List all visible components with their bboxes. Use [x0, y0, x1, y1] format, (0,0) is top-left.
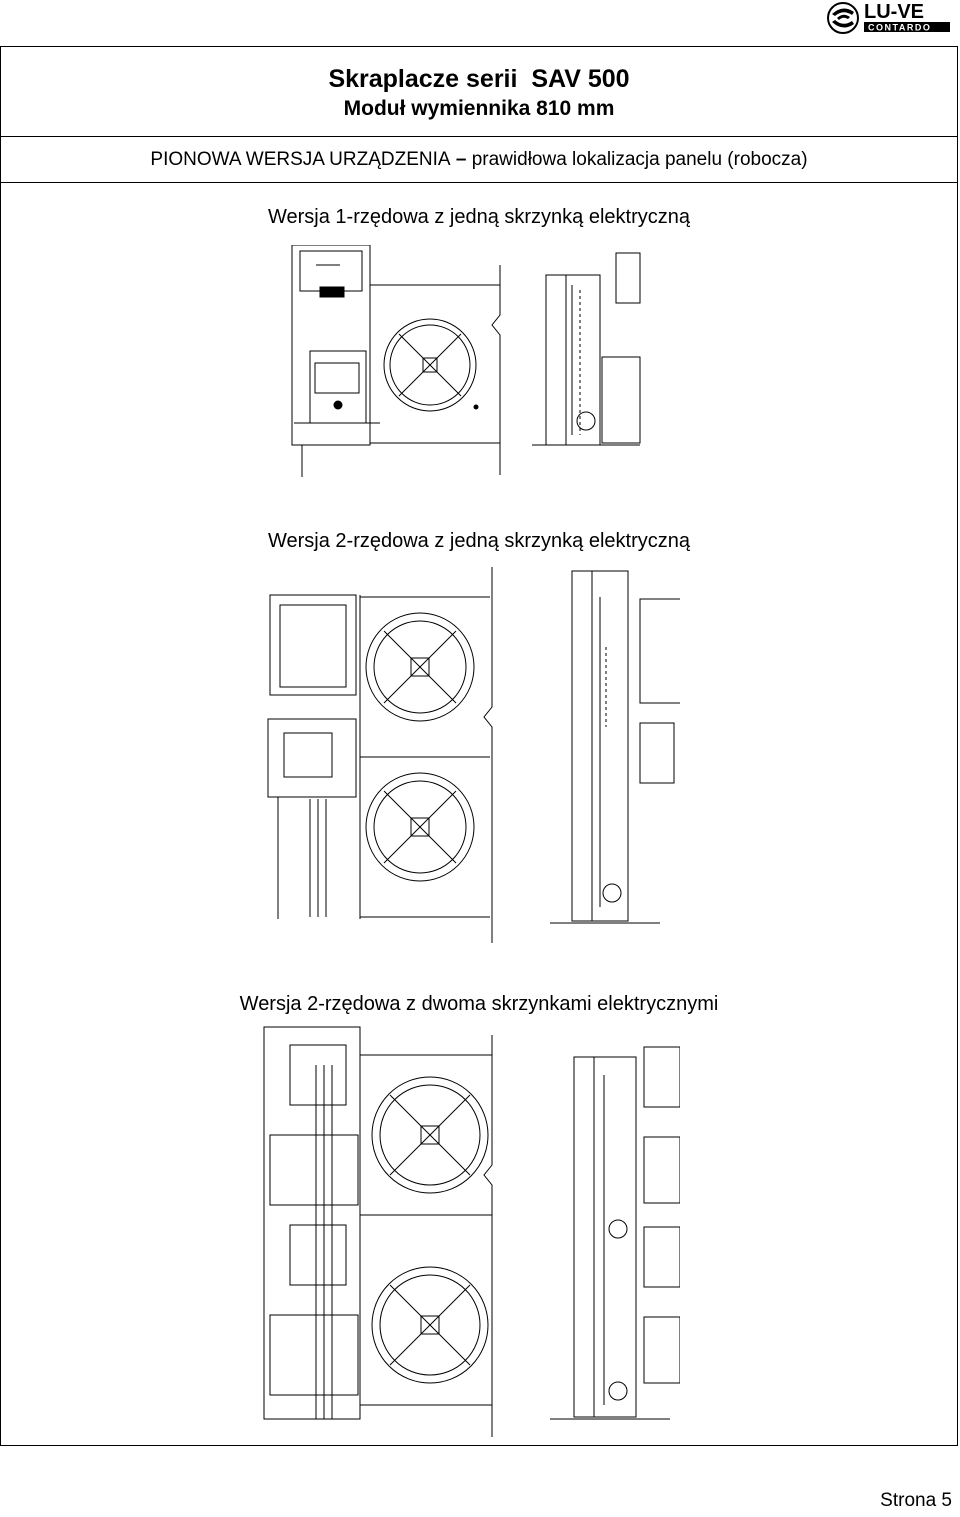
page-subtitle: Moduł wymiennika 810 mm: [343, 97, 615, 120]
version-2-label: Wersja 2-rzędowa z jedną skrzynką elektr…: [267, 530, 691, 552]
page-title: Skraplacze serii SAV 500: [328, 65, 630, 93]
page-number: Strona 5: [880, 1490, 952, 1511]
logo-mark-icon: [827, 2, 859, 34]
side-view-2: [550, 570, 680, 924]
front-view-3: [263, 1026, 493, 1437]
logo-text: LU-VE: [864, 1, 924, 23]
version-3-label: Wersja 2-rzędowa z dwoma skrzynkami elek…: [239, 993, 719, 1015]
logo-subtext: CONTARDO: [868, 23, 931, 33]
title-block: Skraplacze serii SAV 500 Moduł wymiennik…: [1, 47, 957, 137]
version-1-label: Wersja 1-rzędowa z jedną skrzynką elektr…: [267, 206, 691, 228]
side-view-3: [550, 1046, 680, 1420]
orientation-label: PIONOWA WERSJA URZĄDZENIA: [150, 149, 451, 170]
drawing-version-1: [291, 245, 641, 477]
orientation-note: prawidłowa lokalizacja panelu (robocza): [471, 149, 808, 170]
front-view-1: [291, 245, 501, 477]
drawing-version-3: [263, 1026, 680, 1437]
side-view-1: [532, 252, 641, 446]
lu-ve-logo: LU-VE CONTARDO: [827, 1, 950, 34]
front-view-2: [267, 567, 493, 943]
page-frame: Skraplacze serii SAV 500 Moduł wymiennik…: [0, 46, 958, 1446]
orientation-dash: –: [450, 149, 472, 170]
orientation-row: PIONOWA WERSJA URZĄDZENIA – prawidłowa l…: [1, 137, 957, 183]
drawing-version-2: [267, 567, 680, 943]
